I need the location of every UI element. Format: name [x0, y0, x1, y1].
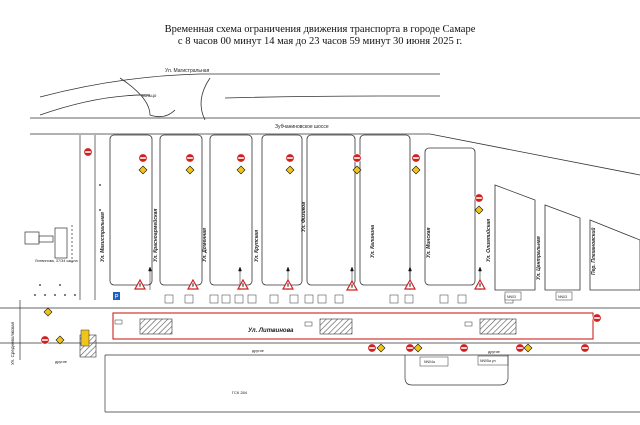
upper-signs: [83, 147, 484, 215]
no-entry-sign-icon: [459, 343, 469, 353]
warning-triangle-icon: [187, 279, 199, 290]
svg-text:P: P: [115, 295, 119, 301]
street-fizicheskaya: Ул. Физиков: [301, 202, 307, 232]
road-works-icon: [185, 165, 195, 175]
street-srednevolzhskaya: Ул. Средневолжская: [10, 321, 15, 365]
street-gsk: ГСК 284: [232, 390, 248, 395]
warning-triangle-icon: [134, 279, 146, 290]
no-entry-sign-icon: [40, 335, 50, 345]
road-works-icon: [413, 343, 423, 353]
street-krasnoarmeyskaya: Ул. Красноармейская: [152, 209, 159, 262]
ring-label: кольцо: [142, 93, 157, 98]
road-works-icon: [43, 307, 53, 317]
road-works-icon: [138, 165, 148, 175]
gsk-area: [104, 355, 640, 413]
street-zubchaninovskoe: Зубчаниновское шоссе: [275, 124, 329, 130]
road-works-icon: [285, 165, 295, 175]
parking-icon: P: [113, 292, 120, 301]
gate-left-label: другие: [55, 360, 67, 364]
street-magistralnaya-vertical: Ул. Магистральная: [100, 212, 106, 262]
street-litvinova: Ул. Литвинова: [248, 328, 294, 334]
left-area: [24, 135, 96, 300]
work-zone: [112, 312, 594, 340]
no-entry-sign-icon: [405, 343, 415, 353]
warning-triangle-icon: [474, 279, 486, 290]
no-entry-sign-icon: [138, 153, 148, 163]
no-entry-sign-icon: [185, 153, 195, 163]
scheme-title-line2: с 8 часов 00 минут 14 мая до 23 часов 59…: [177, 36, 463, 47]
parking-loop: [404, 355, 509, 386]
vertical-street-labels: Ул. Магистральная Ул. Красноармейская Ул…: [100, 202, 597, 280]
box-label-2: NN03: [558, 295, 567, 299]
no-entry-sign-icon: [367, 343, 377, 353]
road-works-icon: [411, 165, 421, 175]
no-entry-sign-icon: [411, 153, 421, 163]
detour-arrows: [148, 266, 482, 290]
litvinova-road: [0, 307, 640, 356]
top-road: [39, 73, 440, 121]
hatched-sections: [79, 318, 517, 358]
no-entry-sign-icon: [285, 153, 295, 163]
warning-triangle-icon: [282, 279, 294, 290]
scheme-title-line1: Временная схема ограничения движения тра…: [164, 24, 476, 35]
gate-bottom-label: другие: [252, 349, 264, 353]
zubchaninovskoe-road: [30, 117, 640, 176]
no-entry-sign-icon: [236, 153, 246, 163]
road-works-icon: [523, 343, 533, 353]
box-label-1: NN03: [507, 295, 516, 299]
dotted-markers: [34, 184, 101, 296]
vehicles: [114, 319, 473, 327]
street-olimpiyskaya: Ул. Олимпийская: [485, 219, 492, 262]
street-minskaya: Ул. Минская: [426, 228, 432, 258]
street-plekhanova: Пер. Плехановский: [590, 228, 597, 275]
road-works-icon: [236, 165, 246, 175]
labeled-boxes: [419, 291, 573, 367]
parking-boxes: [164, 294, 514, 304]
no-entry-sign-icon: [580, 343, 590, 353]
street-domnaya: Ул. Доменная: [202, 228, 208, 262]
city-blocks: [109, 134, 640, 291]
warning-triangle-icon: [237, 279, 249, 290]
box-label-4: NN05а ул: [480, 359, 496, 363]
street-krupskoy: Ул. Крупская: [254, 230, 260, 262]
warning-triangle-icon: [404, 279, 416, 290]
no-entry-sign-icon: [474, 193, 484, 203]
no-entry-sign-icon: [515, 343, 525, 353]
street-kalinina: Ул. Калинина: [370, 225, 376, 258]
road-works-icon: [376, 343, 386, 353]
gate-right-label: другие: [488, 350, 500, 354]
box-label-3: NN04а: [424, 360, 435, 364]
school-label: Литвинова, 37/34 школа: [35, 259, 78, 263]
street-magistralnaya-top: Ул. Магистральная: [165, 68, 210, 74]
warning-triangle-icon: [346, 280, 358, 291]
road-works-icon: [474, 205, 484, 215]
detour-panel: [80, 329, 90, 347]
no-entry-sign-icon: [83, 147, 93, 157]
street-tsentralnaya: Ул. Центральная: [536, 236, 542, 280]
no-entry-sign-icon: [592, 313, 602, 323]
no-entry-sign-icon: [352, 153, 362, 163]
